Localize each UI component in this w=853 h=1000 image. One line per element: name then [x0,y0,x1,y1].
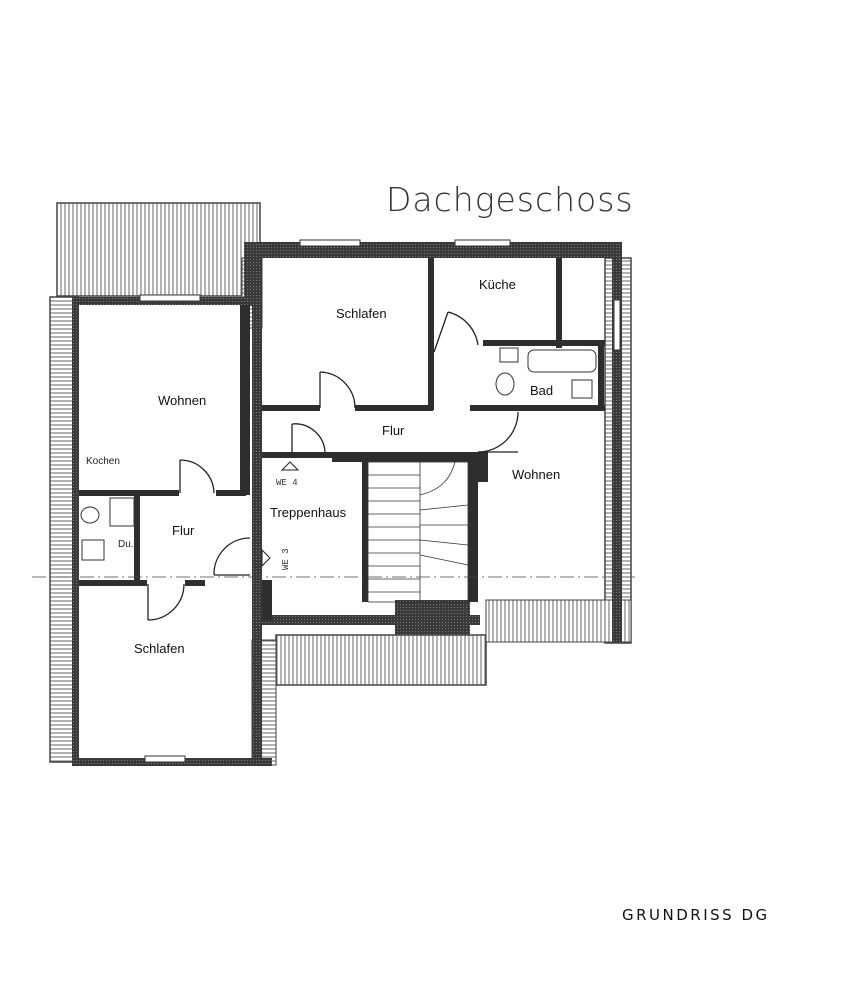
sink [571,379,593,399]
room-schlafen-top: Schlafen [336,306,387,321]
bathtub [527,349,597,373]
room-flur-top: Flur [382,423,405,438]
bath-fixtures [80,347,597,561]
room-bad: Bad [530,383,553,398]
unit-we4: WE 4 [276,478,298,488]
room-kueche: Küche [479,277,516,292]
triangle-marker-icon [280,461,300,471]
floor-title: Dachgeschoss [386,180,634,219]
unit-markers: WE 4 WE 3 [261,461,300,570]
room-kochen: Kochen [86,456,120,467]
room-wohnen-left: Wohnen [158,393,206,408]
room-du: Du. [118,539,134,550]
doors [147,311,519,621]
plan-caption: GRUNDRISS DG [622,906,770,924]
staircase [367,461,469,603]
room-flur-left: Flur [172,523,195,538]
room-labels: Schlafen Küche Wohnen Bad Flur Wohnen Ko… [86,277,560,656]
roof-hatching [49,202,632,766]
room-treppenhaus: Treppenhaus [270,505,347,520]
du-toilet [80,506,100,524]
triangle-marker-icon [261,548,271,568]
toilet [495,372,515,396]
washbasin [499,347,519,363]
interior-walls [79,258,605,620]
room-schlafen-bottom: Schlafen [134,641,185,656]
unit-we3: WE 3 [281,548,291,570]
windows [139,239,621,763]
shower [109,497,135,527]
du-sink [81,539,105,561]
room-wohnen-right: Wohnen [512,467,560,482]
